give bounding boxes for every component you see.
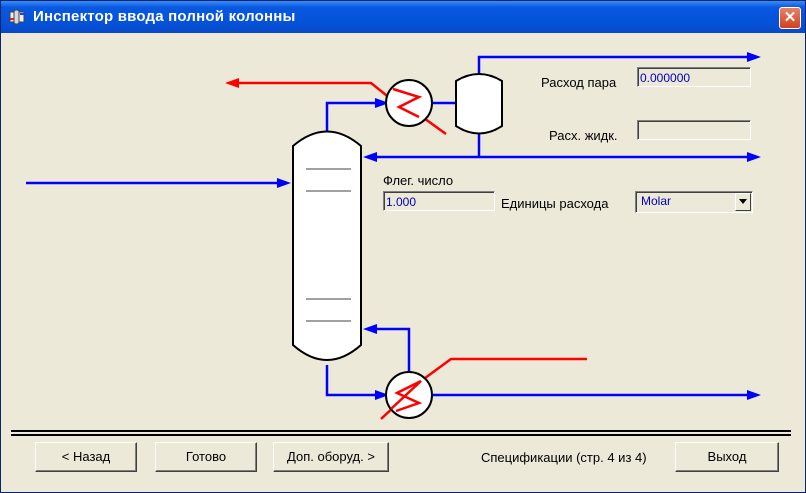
reboiler-inlet-arrow — [375, 390, 389, 400]
reflux-drum-shape — [455, 73, 503, 135]
reflux-ratio-label: Флег. число — [383, 173, 454, 188]
liquid-rate-label: Расх. жидк. — [549, 128, 618, 143]
distillate-arrow — [747, 152, 761, 162]
vapor-rate-label: Расход пара — [541, 75, 617, 90]
chevron-down-icon — [739, 199, 747, 204]
bottoms-line — [325, 365, 383, 397]
footer-divider-bottom — [11, 434, 791, 436]
done-button[interactable]: Готово — [155, 442, 257, 472]
column-shell-shape — [292, 130, 362, 361]
back-button[interactable]: < Назад — [35, 442, 137, 472]
flow-basis-value: Molar — [641, 194, 672, 208]
column-app-icon — [9, 9, 25, 25]
coolant-out-arrow — [225, 78, 239, 88]
feed-arrow — [277, 178, 291, 188]
reflux-arrow — [363, 152, 377, 162]
reflux-ratio-field[interactable]: 1.000 — [383, 191, 495, 211]
vapor-rate-field[interactable]: 0.000000 — [637, 67, 751, 87]
title-bar[interactable]: Инспектор ввода полной колонны ✕ — [1, 1, 805, 33]
condenser-inlet-arrow — [375, 98, 389, 108]
bottoms-product-arrow — [747, 390, 761, 400]
overhead-vapor-line — [325, 101, 383, 131]
flow-basis-label: Единицы расхода — [501, 196, 609, 211]
vapor-product-arrow — [747, 52, 761, 62]
boilup-arrow — [363, 324, 377, 334]
exit-button[interactable]: Выход — [675, 442, 779, 472]
reboiler-shape — [385, 371, 433, 419]
footer-divider-top — [11, 430, 791, 432]
close-button[interactable]: ✕ — [779, 7, 801, 29]
condenser-coolant-out — [231, 81, 397, 104]
reboiler-return-line — [371, 327, 411, 373]
page-status-text: Спецификации (стр. 4 из 4) — [481, 450, 647, 465]
flow-basis-dropdown-button[interactable] — [735, 193, 751, 211]
liquid-rate-field[interactable] — [637, 120, 751, 140]
reboiler-steam-in — [420, 357, 587, 383]
close-icon: ✕ — [783, 9, 797, 26]
window-title: Инспектор ввода полной колонны — [33, 8, 296, 25]
flow-basis-select[interactable]: Molar — [635, 191, 753, 213]
side-equipment-button[interactable]: Доп. оборуд. > — [273, 442, 389, 472]
column-flowsheet-diagram — [26, 52, 761, 420]
